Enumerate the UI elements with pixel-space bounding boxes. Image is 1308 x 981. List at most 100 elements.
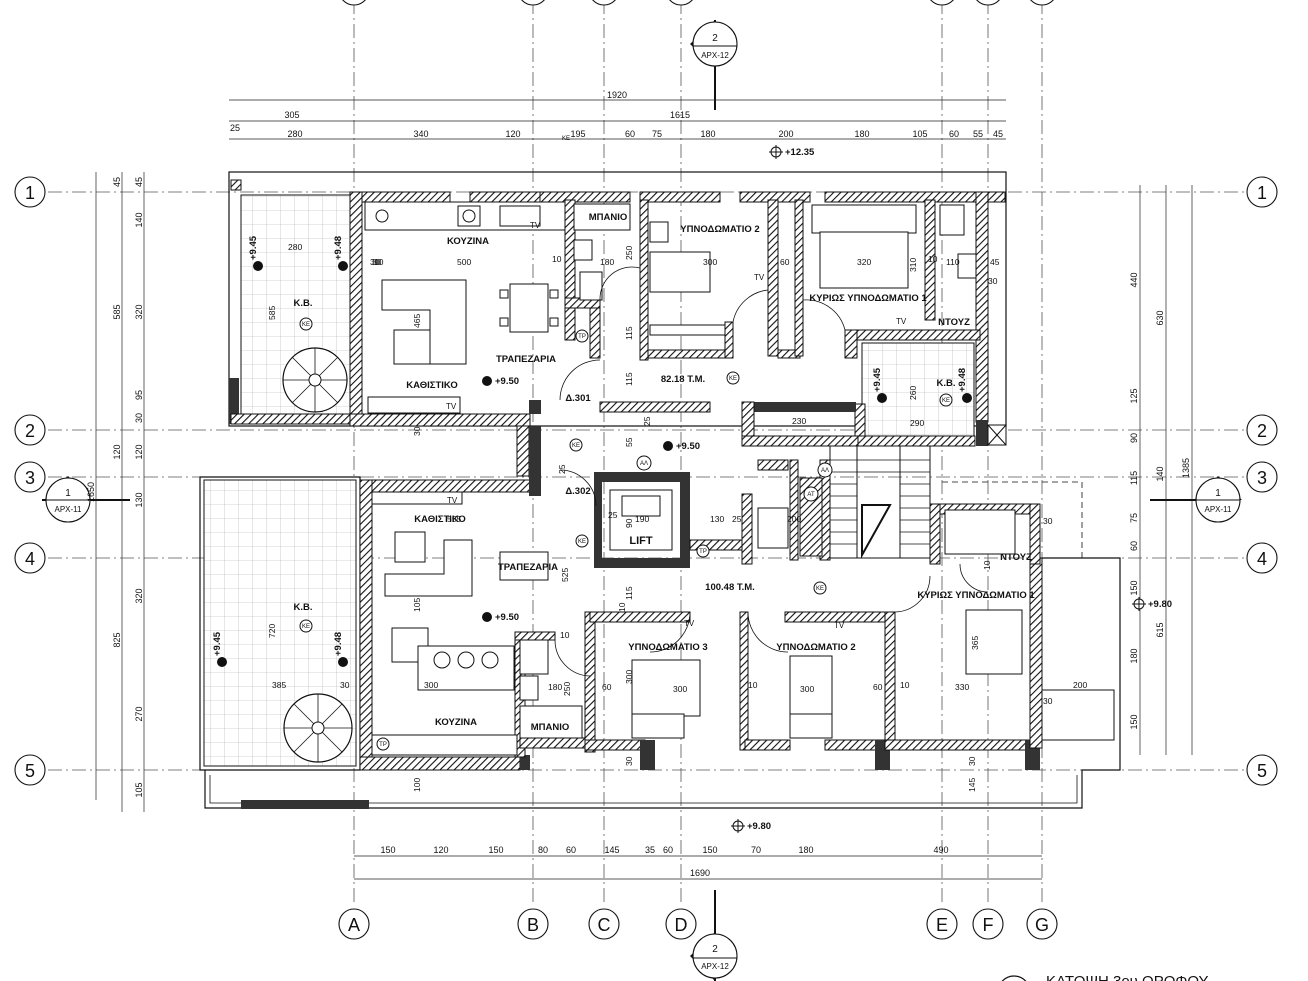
staircase bbox=[757, 445, 931, 559]
svg-text:180: 180 bbox=[600, 257, 614, 267]
svg-text:110: 110 bbox=[946, 257, 960, 267]
svg-text:55: 55 bbox=[624, 437, 634, 447]
svg-text:+9.48: +9.48 bbox=[957, 368, 968, 392]
svg-text:+9.48: +9.48 bbox=[333, 632, 344, 656]
svg-text:TV: TV bbox=[754, 273, 765, 282]
spiral-stair-lower bbox=[283, 693, 353, 763]
dim-top-14: 45 bbox=[993, 129, 1003, 139]
section-bottom-num: 2 bbox=[712, 944, 718, 955]
svg-text:330: 330 bbox=[955, 682, 969, 692]
svg-text:300: 300 bbox=[800, 684, 814, 694]
svg-text:ΑΛ: ΑΛ bbox=[640, 461, 648, 467]
dim-top-1: 25 bbox=[230, 123, 240, 133]
lower-kitchen-label: ΚΟΥΖΙΝΑ bbox=[435, 717, 477, 728]
svg-text:60: 60 bbox=[602, 682, 612, 692]
dim-right-4: 90 bbox=[1129, 433, 1139, 443]
dim-left-5: 95 bbox=[134, 390, 144, 400]
svg-text:ΤΡ: ΤΡ bbox=[578, 334, 586, 340]
dim-left-11: 825 bbox=[112, 632, 122, 647]
dim-left-4: 585 bbox=[112, 304, 122, 319]
dim-top-7: 75 bbox=[652, 129, 662, 139]
svg-text:ΤΡ: ΤΡ bbox=[699, 549, 707, 555]
section-mark-right: 1 ΑΡΧ-11 bbox=[1150, 476, 1242, 523]
svg-text:30: 30 bbox=[1043, 516, 1053, 526]
section-mark-bottom: 2 ΑΡΧ-12 bbox=[690, 890, 738, 981]
svg-text:200: 200 bbox=[787, 514, 801, 524]
svg-text:260: 260 bbox=[908, 386, 918, 400]
svg-text:+9.50: +9.50 bbox=[495, 612, 519, 623]
dim-right-2: 630 bbox=[1155, 310, 1165, 325]
dim-right-7: 75 bbox=[1129, 513, 1139, 523]
level-marker: +9.50 bbox=[482, 376, 519, 387]
dim-right-9: 150 bbox=[1129, 580, 1139, 595]
svg-text:25: 25 bbox=[608, 510, 618, 520]
section-mark-left: 1 ΑΡΧ-11 bbox=[42, 476, 130, 523]
svg-text:100: 100 bbox=[412, 778, 422, 792]
lower-living-label: ΚΑΘΙΣΤΙΚΟ bbox=[414, 514, 465, 525]
section-top-ref: ΑΡΧ-12 bbox=[701, 51, 729, 60]
svg-text:290: 290 bbox=[910, 418, 924, 428]
svg-text:190: 190 bbox=[635, 514, 649, 524]
dim-left-total: 1650 bbox=[86, 482, 96, 502]
dim-left-10: 320 bbox=[134, 588, 144, 603]
svg-text:ΑΛ: ΑΛ bbox=[821, 468, 829, 474]
dim-left-2: 140 bbox=[134, 212, 144, 227]
drawing-title: ΚΑΤΟΨΗ 3ου ΟΡΟΦΟΥ bbox=[1001, 973, 1209, 981]
grid-label-b: B bbox=[527, 915, 539, 935]
dim-top-9: 200 bbox=[778, 129, 793, 139]
svg-text:250: 250 bbox=[562, 682, 572, 696]
dim-bot-9: 150 bbox=[702, 845, 717, 855]
section-right-num: 1 bbox=[1215, 488, 1221, 499]
lower-balcony-label: Κ.Β. bbox=[294, 602, 313, 613]
svg-text:10: 10 bbox=[552, 254, 562, 264]
svg-text:230: 230 bbox=[792, 416, 806, 426]
upper-living-label: ΚΑΘΙΣΤΙΚΟ bbox=[406, 380, 457, 391]
svg-text:60: 60 bbox=[780, 257, 790, 267]
level-marker: +9.45 bbox=[248, 235, 263, 271]
interior-dimensions: 280 500 10 180 250 300 60 320 310 10 110… bbox=[267, 242, 1087, 792]
dim-right-10: 180 bbox=[1129, 648, 1139, 663]
lower-dining-label: ΤΡΑΠΕΖΑΡΙΑ bbox=[498, 562, 558, 573]
upper-room-labels: ΚΟΥΖΙΝΑ ΜΠΑΝΙΟ ΥΠΝΟΔΩΜΑΤΙΟ 2 ΚΥΡΙΩΣ ΥΠΝΟ… bbox=[294, 212, 971, 404]
dim-bot-1: 150 bbox=[380, 845, 395, 855]
svg-text:+9.80: +9.80 bbox=[747, 821, 771, 832]
svg-text:ΚΕ: ΚΕ bbox=[562, 136, 570, 142]
svg-text:585: 585 bbox=[267, 306, 277, 320]
section-left-num: 1 bbox=[65, 488, 71, 499]
svg-text:ΚΕ: ΚΕ bbox=[942, 398, 950, 404]
drawing-title-text: ΚΑΤΟΨΗ 3ου ΟΡΟΦΟΥ bbox=[1046, 973, 1209, 981]
grid-label-d: D bbox=[675, 915, 688, 935]
grid-row-2-left: 2 bbox=[25, 421, 35, 441]
lower-area-label: 100.48 Τ.Μ. bbox=[705, 582, 755, 593]
dim-right-6: 115 bbox=[1129, 471, 1139, 485]
dim-top-4: 120 bbox=[505, 129, 520, 139]
lower-bedroom2-label: ΥΠΝΟΔΩΜΑΤΙΟ 2 bbox=[776, 642, 855, 653]
svg-text:465: 465 bbox=[412, 314, 422, 328]
svg-text:25: 25 bbox=[557, 464, 567, 474]
svg-text:ΚΕ: ΚΕ bbox=[729, 376, 737, 382]
dim-top-sub-1: 305 bbox=[284, 110, 299, 120]
svg-text:555: 555 bbox=[447, 514, 461, 524]
lower-shower-label: ΝΤΟΥΖ bbox=[1000, 552, 1032, 563]
svg-text:+9.45: +9.45 bbox=[212, 631, 223, 656]
dim-right-12: 150 bbox=[1129, 714, 1139, 729]
dim-top-sub-2: 1615 bbox=[670, 110, 690, 120]
upper-master-label: ΚΥΡΙΩΣ ΥΠΝΟΔΩΜΑΤΙΟ 1 bbox=[809, 293, 927, 304]
section-left-ref: ΑΡΧ-11 bbox=[55, 505, 83, 514]
svg-text:30: 30 bbox=[988, 276, 998, 286]
level-marker: +9.48 bbox=[957, 368, 972, 403]
dim-top-13: 55 bbox=[973, 129, 983, 139]
svg-text:365: 365 bbox=[970, 636, 980, 650]
grid-label-f: F bbox=[983, 915, 994, 935]
dim-top-8: 180 bbox=[700, 129, 715, 139]
section-bottom-ref: ΑΡΧ-12 bbox=[701, 962, 729, 971]
dim-left-12: 270 bbox=[134, 706, 144, 721]
dim-right-8: 60 bbox=[1129, 541, 1139, 551]
section-top-num: 2 bbox=[712, 33, 718, 44]
dim-top-total: 1920 bbox=[607, 90, 627, 100]
level-marker: +9.45 bbox=[212, 631, 227, 667]
svg-text:ΚΕ: ΚΕ bbox=[302, 624, 310, 630]
svg-text:10: 10 bbox=[982, 560, 992, 570]
svg-text:300: 300 bbox=[624, 670, 634, 684]
svg-text:180: 180 bbox=[548, 682, 562, 692]
